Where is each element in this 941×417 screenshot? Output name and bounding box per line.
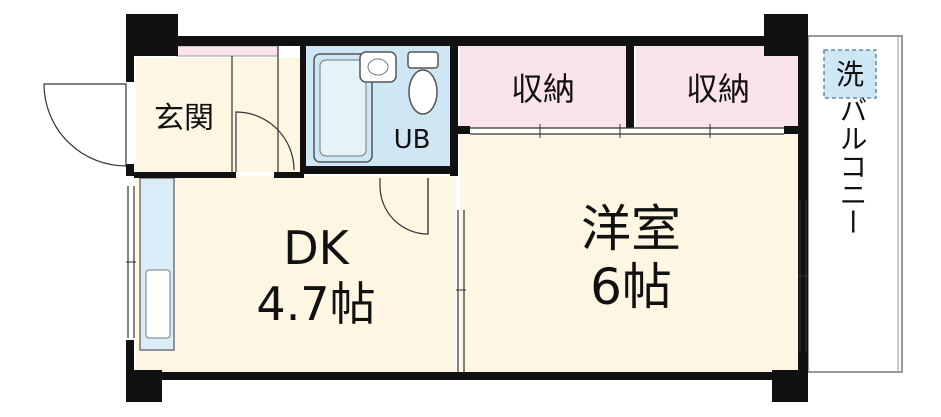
yoshitsu-size-label: 6帖 [590, 258, 672, 316]
dk-name-label: DK [283, 221, 350, 275]
yoshitsu-name-label: 洋室 [581, 200, 681, 258]
storage-2-label: 収納 [686, 70, 750, 108]
balcony-label: バルコニー [836, 96, 869, 236]
washer-spot [823, 49, 877, 99]
genkan-floor [136, 58, 300, 172]
genkan-door [235, 111, 295, 172]
storage-2-floor [636, 46, 802, 128]
dk-floor [136, 176, 456, 372]
ub-door [379, 178, 429, 235]
storage-1-label: 収納 [511, 70, 575, 108]
washer-label: 洗 [836, 58, 864, 91]
shoe-box [175, 45, 279, 57]
toilet-bowl [408, 69, 438, 115]
ub-label: UB [394, 125, 431, 155]
entrance-door [43, 83, 127, 167]
walls [126, 14, 808, 402]
genkan-label: 玄関 [154, 101, 214, 136]
storage-1-floor [460, 46, 630, 128]
yoshitsu-floor [460, 134, 802, 372]
kitchen-sink [145, 269, 171, 339]
toilet-tank [407, 51, 439, 69]
dk-size-label: 4.7帖 [256, 277, 375, 331]
